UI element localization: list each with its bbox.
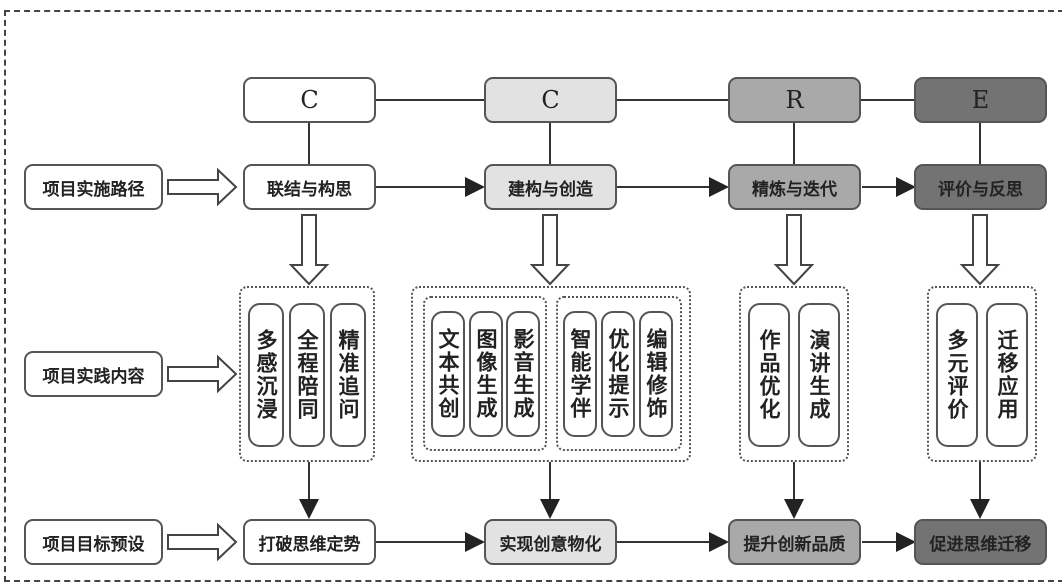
practice-group-evaluate [927,286,1037,462]
phase-letter-construct: C [484,77,617,123]
stage-evaluate-reflect: 评价与反思 [914,164,1047,210]
practice-subgroup-generate [423,296,547,451]
practice-subgroup-assist [556,296,682,451]
hollow-arrow-right-path [167,167,238,207]
hollow-arrow-down-2 [529,214,571,286]
practice-item: 迁移应用 [986,303,1028,447]
practice-group-refine [739,286,849,462]
hollow-arrow-right-goal [167,522,238,562]
practice-item: 多元评价 [936,303,978,447]
practice-item: 演讲生成 [798,303,840,447]
row-label-path: 项目实施路径 [24,164,163,210]
hollow-arrow-down-4 [959,214,1001,286]
row-label-goal: 项目目标预设 [24,519,163,565]
practice-item: 编辑修饰 [639,311,673,437]
practice-group-construct [411,286,691,462]
hollow-arrow-right-content [167,354,238,394]
practice-item: 优化提示 [601,311,635,437]
practice-item: 智能学伴 [563,311,597,437]
phase-letter-evaluate: E [914,77,1047,123]
stage-connect-conceive: 联结与构思 [243,164,376,210]
practice-item: 精准追问 [330,303,366,447]
phase-letter-refine: R [728,77,861,123]
practice-item: 全程陪同 [289,303,325,447]
hollow-arrow-down-1 [288,214,330,286]
goal-break-mindset: 打破思维定势 [243,519,376,565]
goal-transfer-thinking: 促进思维迁移 [914,519,1047,565]
practice-item: 作品优化 [748,303,790,447]
practice-item: 多感沉浸 [248,303,284,447]
row-label-content: 项目实践内容 [24,351,163,397]
outer-frame [4,10,1062,582]
practice-item: 文本共创 [431,311,465,437]
practice-group-connect [239,286,375,462]
goal-materialize-ideas: 实现创意物化 [484,519,617,565]
stage-construct-create: 建构与创造 [484,164,617,210]
goal-improve-quality: 提升创新品质 [728,519,861,565]
practice-item: 图像生成 [469,311,503,437]
stage-refine-iterate: 精炼与迭代 [728,164,861,210]
phase-letter-connect: C [243,77,376,123]
practice-item: 影音生成 [506,311,540,437]
hollow-arrow-down-3 [773,214,815,286]
